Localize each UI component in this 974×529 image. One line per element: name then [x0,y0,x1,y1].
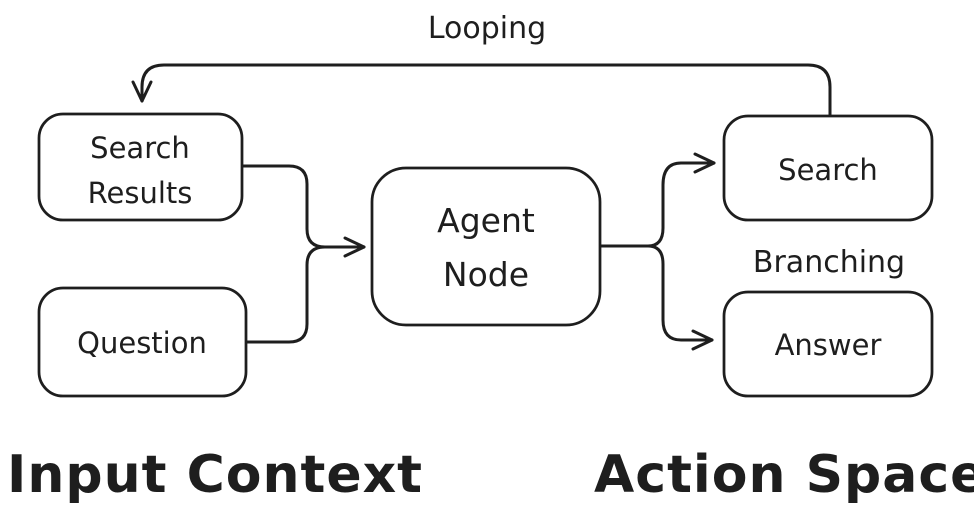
edge-search-results-to-agent [240,164,327,249]
question-node [37,286,248,398]
agent-node-label-line2: Node [443,255,529,294]
search-results-node [37,112,244,222]
search-results-label-line2: Results [88,176,193,210]
question-label: Question [77,326,207,360]
agent-node-label-line1: Agent [437,201,535,240]
input-context-heading: Input Context [7,445,423,505]
search-results-label-line1: Search [90,131,190,165]
looping-edge [131,63,832,118]
answer-node [722,290,934,398]
search-label: Search [778,153,878,187]
action-space-heading: Action Space [594,445,974,505]
edge-question-to-agent [244,245,327,344]
search-node [722,114,934,222]
edge-agent-to-search [646,152,716,248]
agent-node [370,166,602,327]
looping-label: Looping [428,11,546,46]
branching-label: Branching [753,245,905,280]
edge-agent-to-answer [646,244,714,351]
answer-label: Answer [775,328,882,362]
